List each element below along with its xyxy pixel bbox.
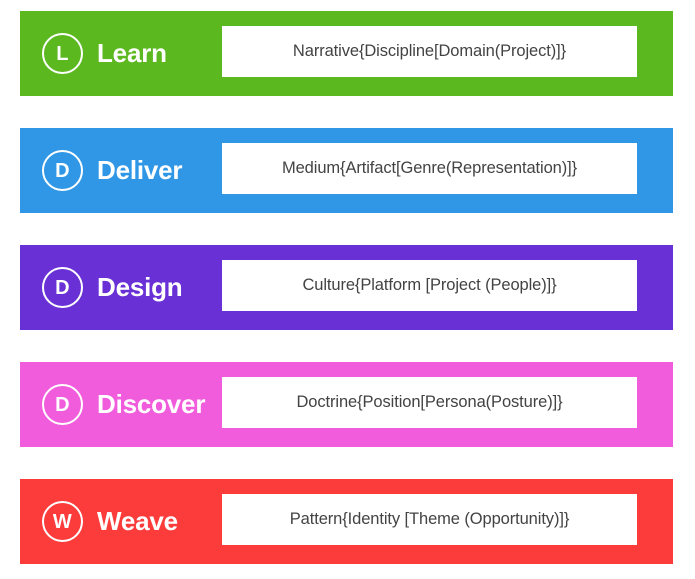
stage-label-design: Design — [97, 272, 183, 302]
formula-text-weave: Pattern{Identity [Theme (Opportunity)]} — [289, 510, 570, 528]
stage-badge-letter: D — [55, 276, 70, 299]
stage-badge-discover: D — [42, 384, 83, 425]
formula-box-discover[interactable]: Doctrine{Position[Persona(Posture)]} — [222, 377, 637, 428]
formula-text-deliver: Medium{Artifact[Genre(Representation)]} — [281, 159, 578, 177]
formula-box-learn[interactable]: Narrative{Discipline[Domain(Project)]} — [222, 26, 637, 77]
stage-badge-design: D — [42, 267, 83, 308]
framework-row-discover[interactable]: D Discover Doctrine{Position[Persona(Pos… — [20, 362, 673, 447]
formula-text-discover: Doctrine{Position[Persona(Posture)]} — [296, 393, 563, 411]
formula-box-design[interactable]: Culture{Platform [Project (People)]} — [222, 260, 637, 311]
formula-box-deliver[interactable]: Medium{Artifact[Genre(Representation)]} — [222, 143, 637, 194]
stage-label-learn: Learn — [97, 38, 167, 68]
stage-badge-deliver: D — [42, 150, 83, 191]
stage-label-deliver: Deliver — [97, 155, 183, 185]
stage-badge-letter: W — [52, 510, 73, 533]
framework-row-learn[interactable]: L Learn Narrative{Discipline[Domain(Proj… — [20, 11, 673, 96]
stage-label-weave: Weave — [97, 506, 178, 536]
stage-badge-weave: W — [42, 501, 83, 542]
stage-badge-letter: D — [55, 159, 70, 182]
stage-badge-letter: D — [55, 393, 70, 416]
formula-box-weave[interactable]: Pattern{Identity [Theme (Opportunity)]} — [222, 494, 637, 545]
framework-row-weave[interactable]: W Weave Pattern{Identity [Theme (Opportu… — [20, 479, 673, 564]
formula-text-learn: Narrative{Discipline[Domain(Project)]} — [292, 42, 567, 60]
formula-text-design: Culture{Platform [Project (People)]} — [302, 276, 557, 294]
framework-row-design[interactable]: D Design Culture{Platform [Project (Peop… — [20, 245, 673, 330]
framework-row-deliver[interactable]: D Deliver Medium{Artifact[Genre(Represen… — [20, 128, 673, 213]
stage-label-discover: Discover — [97, 389, 206, 419]
stage-badge-letter: L — [56, 42, 69, 65]
stage-badge-learn: L — [42, 33, 83, 74]
